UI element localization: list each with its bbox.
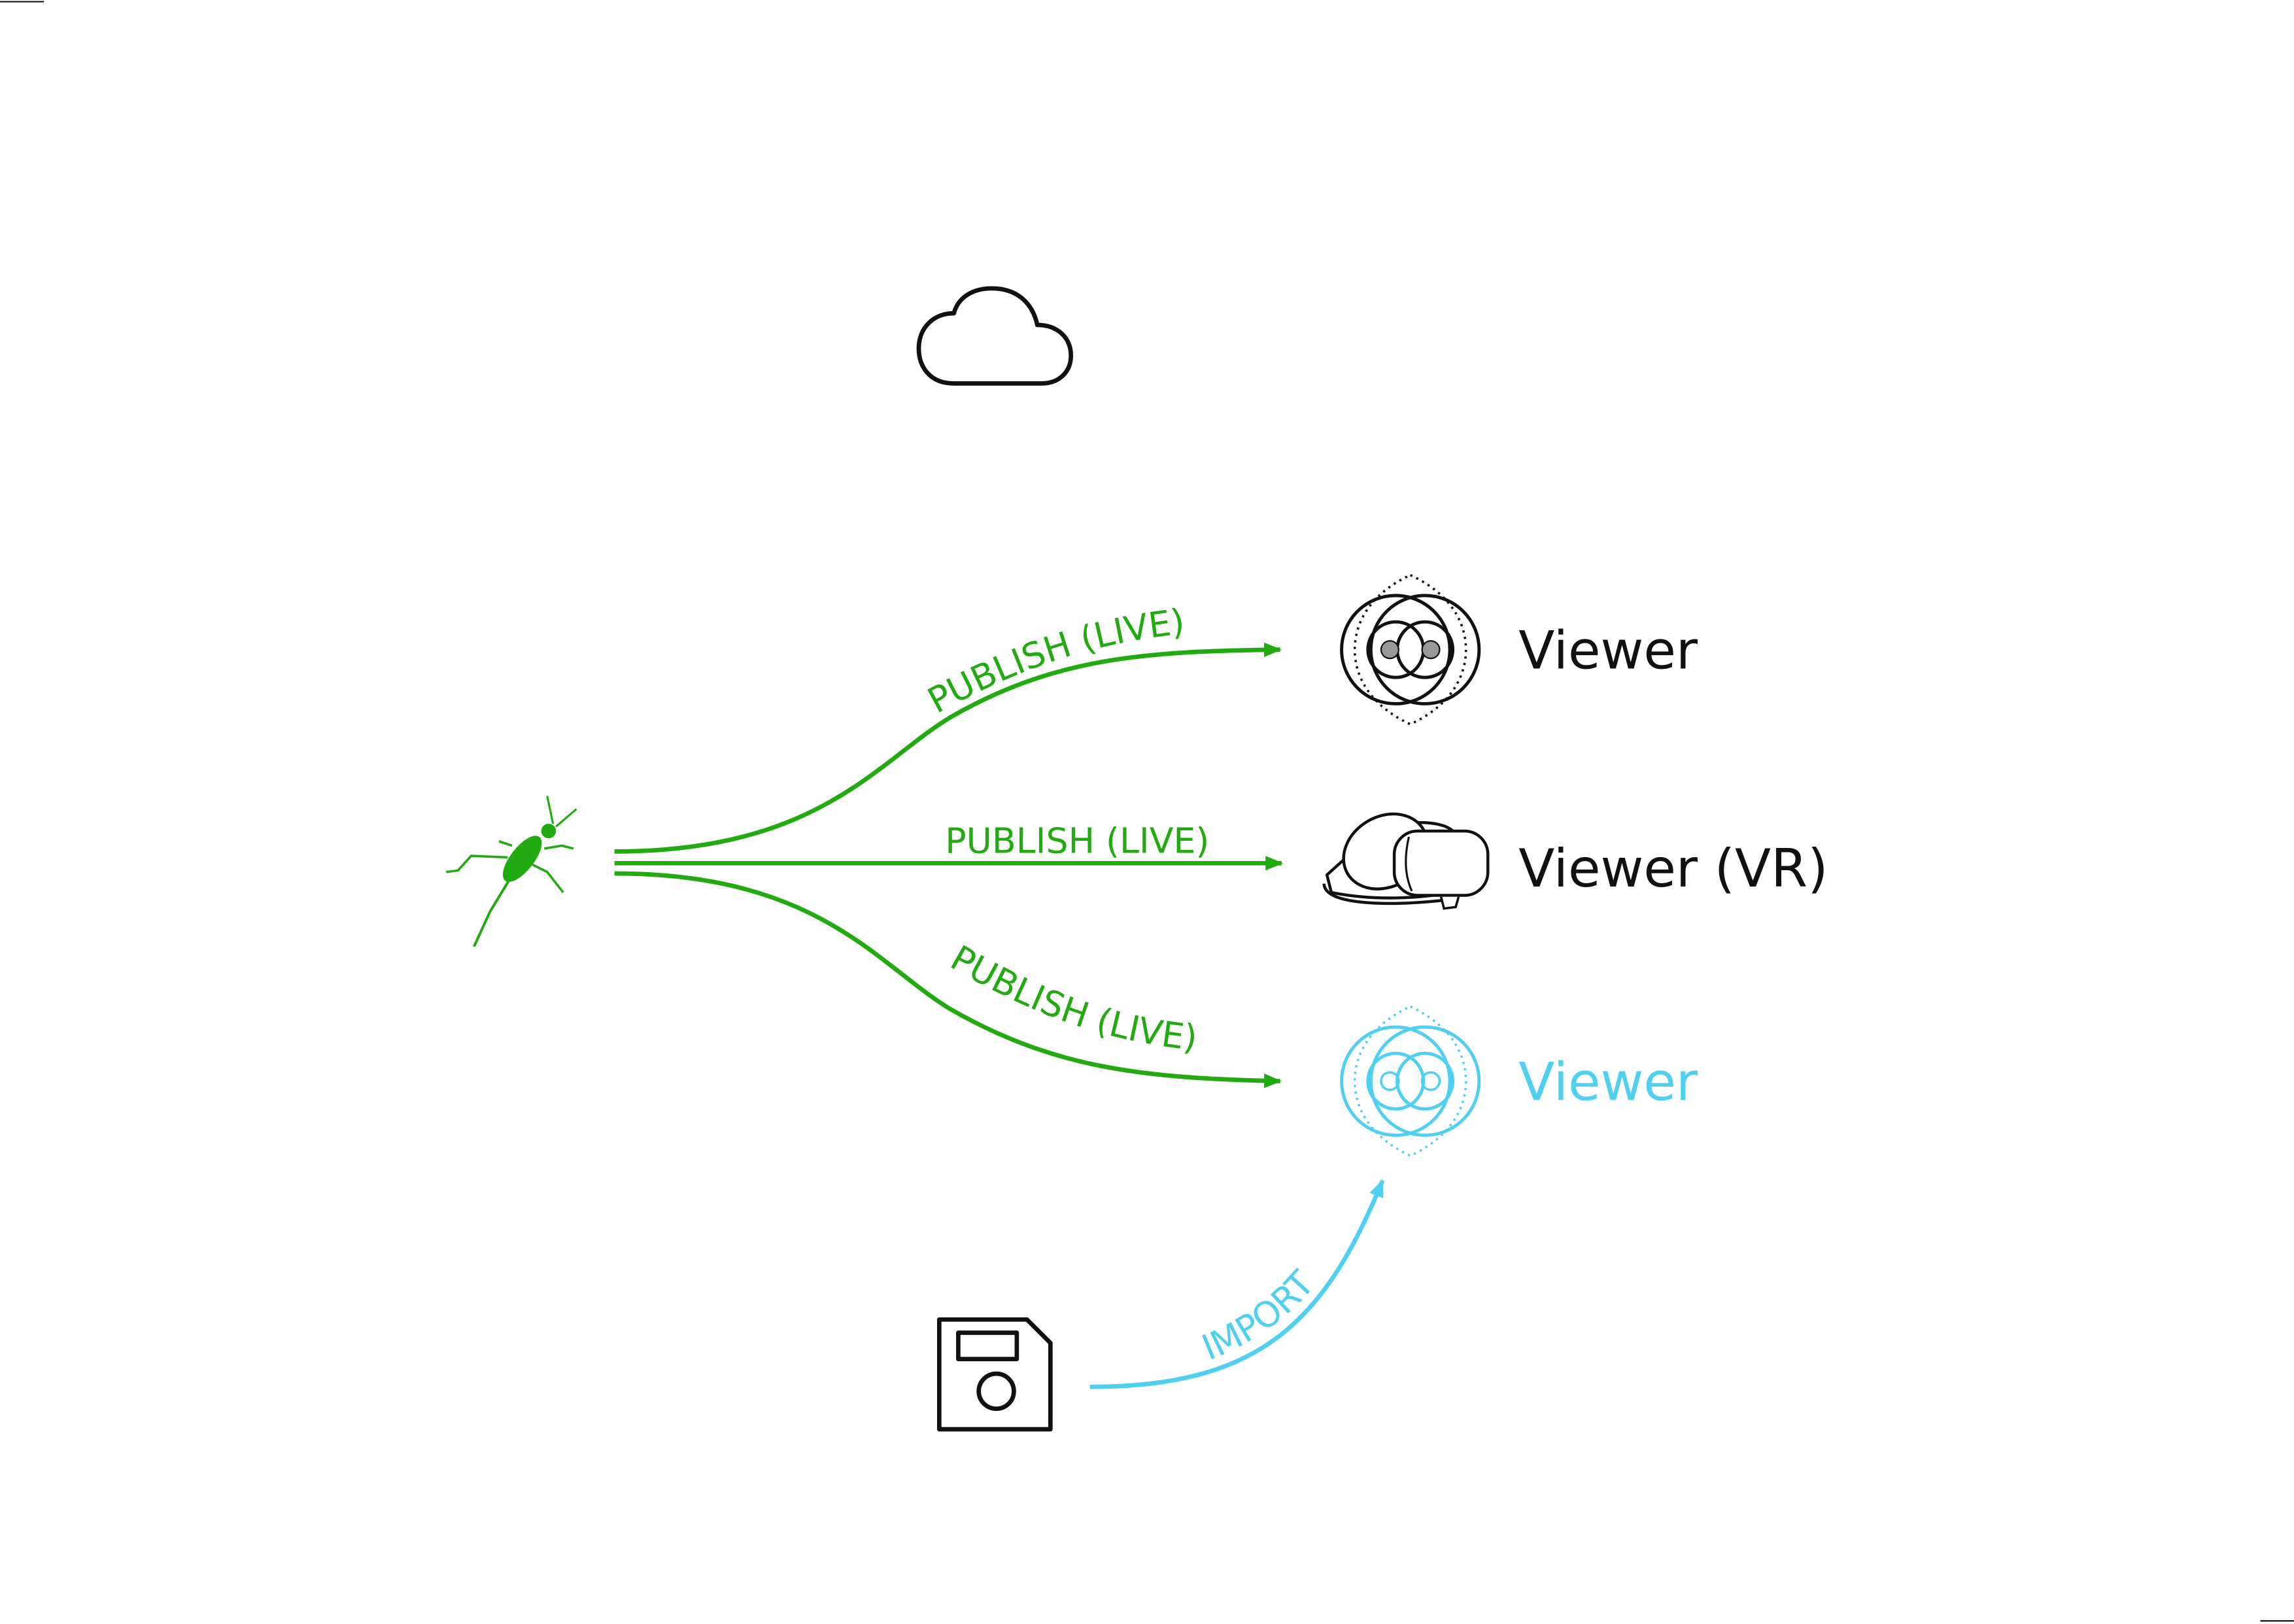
floppy-disk-icon xyxy=(936,1317,1053,1432)
publish-label-middle: PUBLISH (LIVE) xyxy=(945,820,1209,862)
viewer-logo-icon xyxy=(1340,573,1481,726)
publish-label-top: PUBLISH (LIVE) xyxy=(921,601,1186,721)
publish-label-bottom: PUBLISH (LIVE) xyxy=(944,938,1199,1059)
vr-headset-icon xyxy=(1322,812,1490,910)
publish-flows xyxy=(615,650,1284,1081)
cloud-icon xyxy=(916,286,1074,386)
viewer-logo-icon xyxy=(1340,1005,1481,1157)
grasshopper-icon xyxy=(446,796,577,947)
viewer-label-bottom: Viewer xyxy=(1518,1051,1698,1113)
viewer-label-top: Viewer xyxy=(1518,620,1698,681)
viewer-vr-label: Viewer (VR) xyxy=(1518,837,1828,899)
